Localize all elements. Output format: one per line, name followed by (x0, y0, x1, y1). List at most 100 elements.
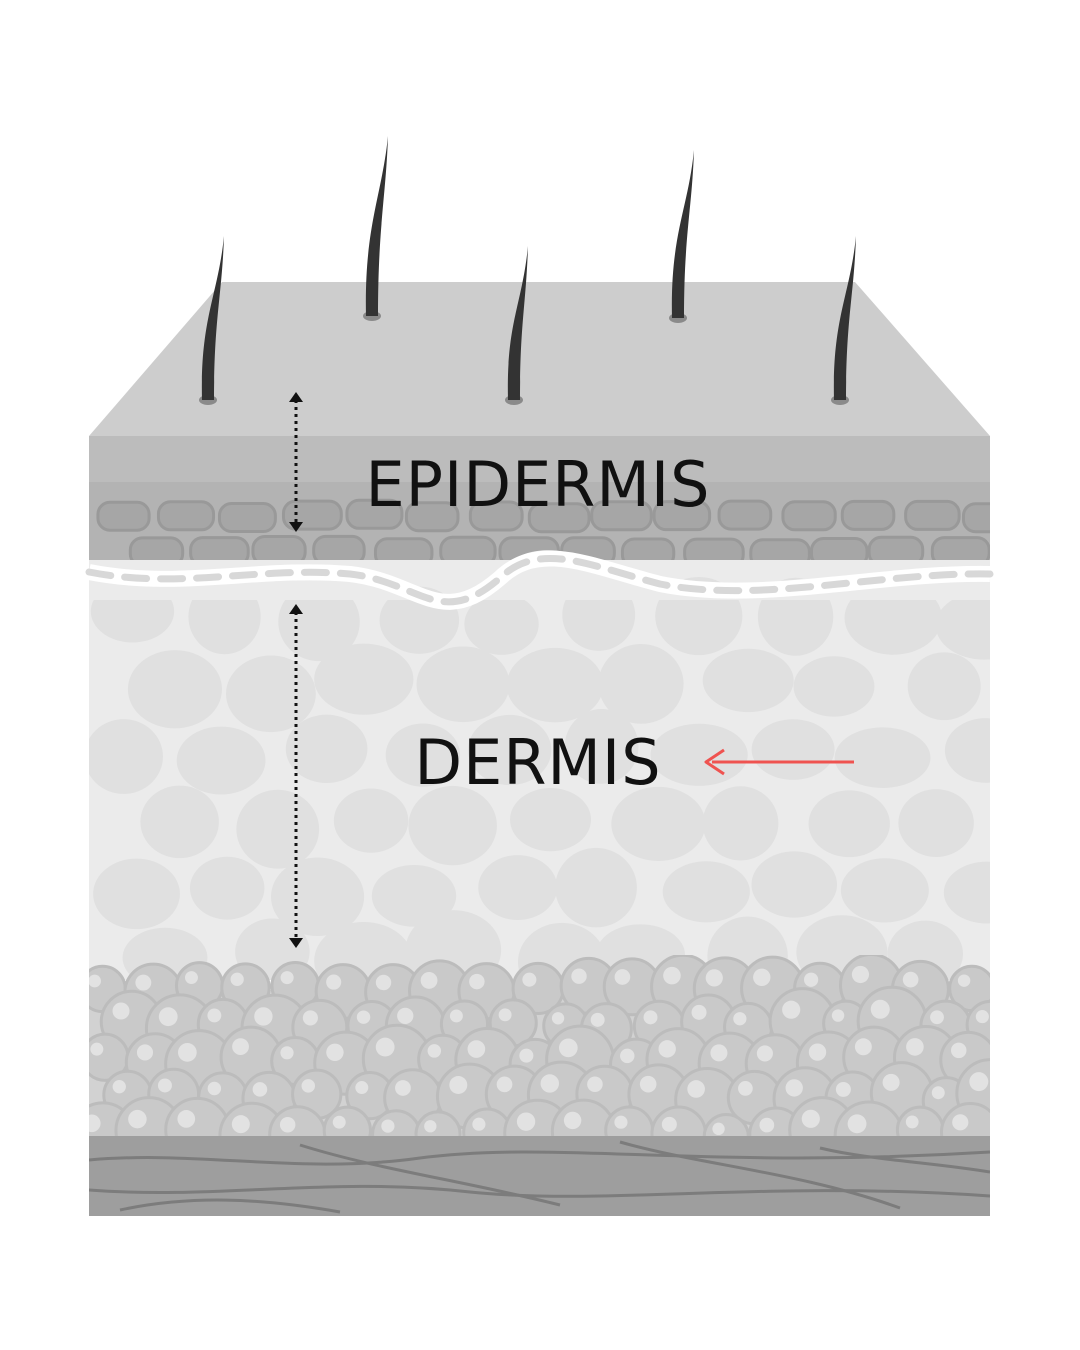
fat-cell-highlight (157, 1078, 172, 1093)
fat-cell-highlight (326, 974, 342, 990)
dermis-cell (127, 650, 222, 729)
fat-cell-highlight (449, 1009, 463, 1023)
fat-cell (322, 1105, 372, 1140)
fat-cell-highlight (870, 999, 890, 1019)
fat-cell-highlight (112, 1080, 126, 1094)
fat-cell-highlight (112, 1002, 130, 1020)
dermis-cell (333, 788, 409, 853)
epidermis-cell (590, 500, 653, 532)
fat-cell-highlight (397, 1007, 414, 1025)
fat-cell-highlight (375, 974, 392, 991)
dermis-cell (408, 785, 497, 866)
fat-cell-highlight (733, 1012, 747, 1026)
dermis-cell (751, 851, 838, 918)
dermis-cell (140, 785, 219, 859)
fat-cell-highlight (658, 1040, 676, 1058)
fat-cell-highlight (280, 1046, 294, 1060)
fat-cell-highlight (975, 1010, 989, 1024)
epidermis-cell (345, 498, 404, 530)
epidermis-cell (717, 499, 773, 531)
dermis-measure-arrow (289, 604, 303, 948)
dermis-cell (702, 786, 779, 861)
fat-cell-highlight (89, 1114, 101, 1133)
fat-cell-highlight (854, 1038, 872, 1056)
fat-cell-highlight (424, 1120, 437, 1133)
fat-cell-highlight (785, 1079, 803, 1097)
fat-cell-highlight (782, 1000, 801, 1019)
fat-cell-highlight (279, 1116, 296, 1133)
dermis-cell (943, 861, 990, 924)
dermis-cell (89, 719, 163, 794)
dermis-cell (611, 786, 706, 861)
fat-cell-highlight (614, 969, 631, 985)
epidermis-cell (156, 500, 216, 532)
hair (199, 236, 224, 405)
fat-cell-highlight (951, 1042, 967, 1059)
dermis-cell (371, 864, 457, 927)
fat-cell-highlight (969, 1072, 989, 1092)
dermis-cell (840, 858, 929, 923)
fat-cell-highlight (519, 1048, 534, 1063)
dermis-cell (564, 709, 639, 784)
epidermis-cell (468, 500, 524, 532)
fat-cell-highlight (231, 1115, 250, 1134)
epidermis-cell (217, 502, 277, 534)
fat-cell-highlight (332, 1115, 346, 1129)
dermis-cell (478, 855, 558, 920)
fat-cell-highlight (207, 1008, 222, 1023)
dermis-cell (385, 723, 461, 787)
fat-cell-highlight (738, 1081, 753, 1096)
fat-cell-highlight (302, 1010, 318, 1026)
epidermis-label: EPIDERMIS (366, 448, 711, 521)
fat-cell-highlight (135, 974, 152, 991)
dermis-cell (314, 643, 414, 715)
dermis-label: DERMIS (414, 726, 661, 799)
dermis-cell (510, 788, 592, 852)
fat-cell-highlight (691, 1004, 707, 1020)
dermis-cell (751, 719, 835, 780)
fat-cell-highlight (498, 1008, 512, 1022)
hair (831, 236, 856, 405)
fat-cell-highlight (252, 1082, 268, 1097)
fat-cell-highlight (847, 1114, 867, 1134)
fat-cell-highlight (831, 1009, 845, 1022)
left-arrow-icon (704, 748, 854, 776)
fat-cell-highlight (89, 974, 101, 988)
epidermis-cell (652, 500, 712, 532)
fat-cell-highlight (355, 1081, 369, 1095)
skin-surface (89, 282, 990, 436)
fat-cell-highlight (375, 1037, 395, 1057)
fat-cell-highlight (902, 971, 919, 988)
dermis-cell (907, 652, 981, 721)
dermis-cell (598, 643, 684, 724)
dermis-cell (555, 847, 637, 928)
fat-cells (89, 955, 990, 1140)
dermis-cell (650, 723, 748, 786)
basement-membrane-dashes (85, 554, 994, 606)
epidermis-top-strip (89, 436, 990, 482)
dermis-cell (285, 714, 368, 784)
dermis-cell (416, 646, 510, 723)
epidermis-cell (840, 499, 896, 531)
fat-cell-highlight (301, 1079, 316, 1093)
fat-cell-highlight (540, 1074, 560, 1093)
muscle-fibers (89, 1140, 990, 1214)
fat-cell-highlight (835, 1081, 851, 1097)
fat-cell-highlight (136, 1044, 154, 1061)
fat-cell-highlight (395, 1080, 411, 1096)
hair (669, 150, 694, 323)
hair (363, 136, 388, 321)
epidermis-cell (404, 501, 460, 533)
fat-cell-highlight (705, 969, 723, 987)
fat-cell-highlight (661, 1116, 677, 1132)
fat-cell-highlight (467, 1040, 486, 1058)
fat-cell-highlight (957, 974, 971, 987)
fat-cell-highlight (687, 1080, 705, 1098)
fat-cell-highlight (563, 1111, 582, 1130)
dermis-cell (506, 647, 604, 723)
fat-cell-highlight (710, 1044, 728, 1062)
epidermis-measure-arrow (289, 392, 303, 532)
fat-cell-highlight (587, 1076, 603, 1093)
fat-cell-highlight (128, 1109, 147, 1129)
dermis-cell (935, 591, 990, 660)
